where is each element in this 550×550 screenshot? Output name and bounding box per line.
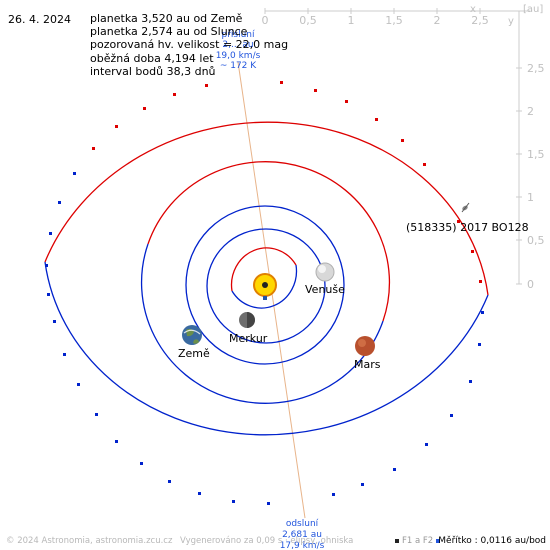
scale-label: Měřítko : 0,0116 au/bod	[438, 536, 546, 546]
x-tick-label: 2,5	[471, 14, 489, 27]
earth-orbit	[185, 205, 345, 365]
aphelion-speed: 17,9 km/s	[280, 541, 325, 550]
mars-label: Mars	[354, 358, 381, 371]
aphelion-distance: 2,681 au	[282, 530, 322, 540]
x-tick-label: 2	[434, 14, 441, 27]
earth	[182, 325, 202, 345]
perihelion-temperature: ~ 172 K	[220, 61, 257, 71]
mercury-label: Merkur	[229, 332, 268, 345]
y-axis-name: y	[508, 16, 514, 27]
y-tick-label: 0	[527, 278, 534, 291]
axes	[264, 8, 530, 285]
x-axis-name: x	[470, 4, 476, 15]
y-tick-label: 0,5	[527, 234, 545, 247]
focus-legend-text: F1 a F2	[402, 536, 434, 546]
sun	[253, 273, 277, 300]
orbit-point-markers	[45, 81, 484, 505]
asteroid-orbit-below	[44, 261, 489, 436]
mars-orbit-below	[140, 243, 384, 404]
info-line-earth-distance: planetka 3,520 au od Země	[90, 12, 243, 25]
perihelion-speed: 19,0 km/s	[216, 51, 261, 61]
mercury	[239, 312, 255, 328]
date-label: 26. 4. 2024	[8, 13, 71, 26]
focus-legend: F1 a F2	[395, 536, 441, 546]
asteroid-orbit	[44, 121, 489, 436]
generation-note: Vygenerováno za 0,09 s · elipsy, ohniska	[180, 536, 354, 546]
asteroid-label: (518335) 2017 BO128	[406, 221, 529, 234]
info-panel: planetka 3,520 au od Země planetka 2,574…	[90, 12, 288, 78]
venus	[315, 262, 335, 282]
x-tick-label: 1	[348, 14, 355, 27]
asteroid-orbit-above	[44, 121, 489, 296]
perihelion-label: přísluní	[221, 30, 255, 40]
y-tick-label: 2,5	[527, 62, 545, 75]
mercury-orbit-below	[231, 264, 298, 309]
x-tick-label: 0,5	[299, 14, 317, 27]
planet-orbits	[140, 161, 391, 404]
asteroid	[461, 202, 470, 213]
y-tick-label: 2	[527, 105, 534, 118]
copyright-text: © 2024 Astronomia, astronomia.zcu.cz	[6, 536, 173, 546]
mars-orbit-above	[147, 161, 391, 322]
y-tick-label: 1,5	[527, 148, 545, 161]
y-tick-label: 1	[527, 191, 534, 204]
info-line-sun-distance: planetka 2,574 au od Slunce	[90, 25, 248, 39]
venus-label: Venuše	[305, 283, 345, 296]
mercury-orbit-above	[230, 247, 297, 292]
mars	[355, 336, 375, 356]
info-line-interval: interval bodů 38,3 dnů	[90, 64, 216, 78]
info-line-magnitude: pozorovaná hv. velikost = 22,0 mag	[90, 38, 289, 52]
x-tick-label: 0	[262, 14, 269, 27]
earth-label: Země	[178, 347, 210, 360]
perihelion-distance: 2,... au	[222, 40, 253, 50]
info-line-period: oběžná doba 4,194 let	[90, 51, 214, 65]
axis-unit-label: [au]	[523, 4, 543, 15]
venus-orbit	[206, 228, 326, 344]
aphelion-label: odsluní	[286, 519, 319, 529]
x-tick-label: 1,5	[385, 14, 403, 27]
